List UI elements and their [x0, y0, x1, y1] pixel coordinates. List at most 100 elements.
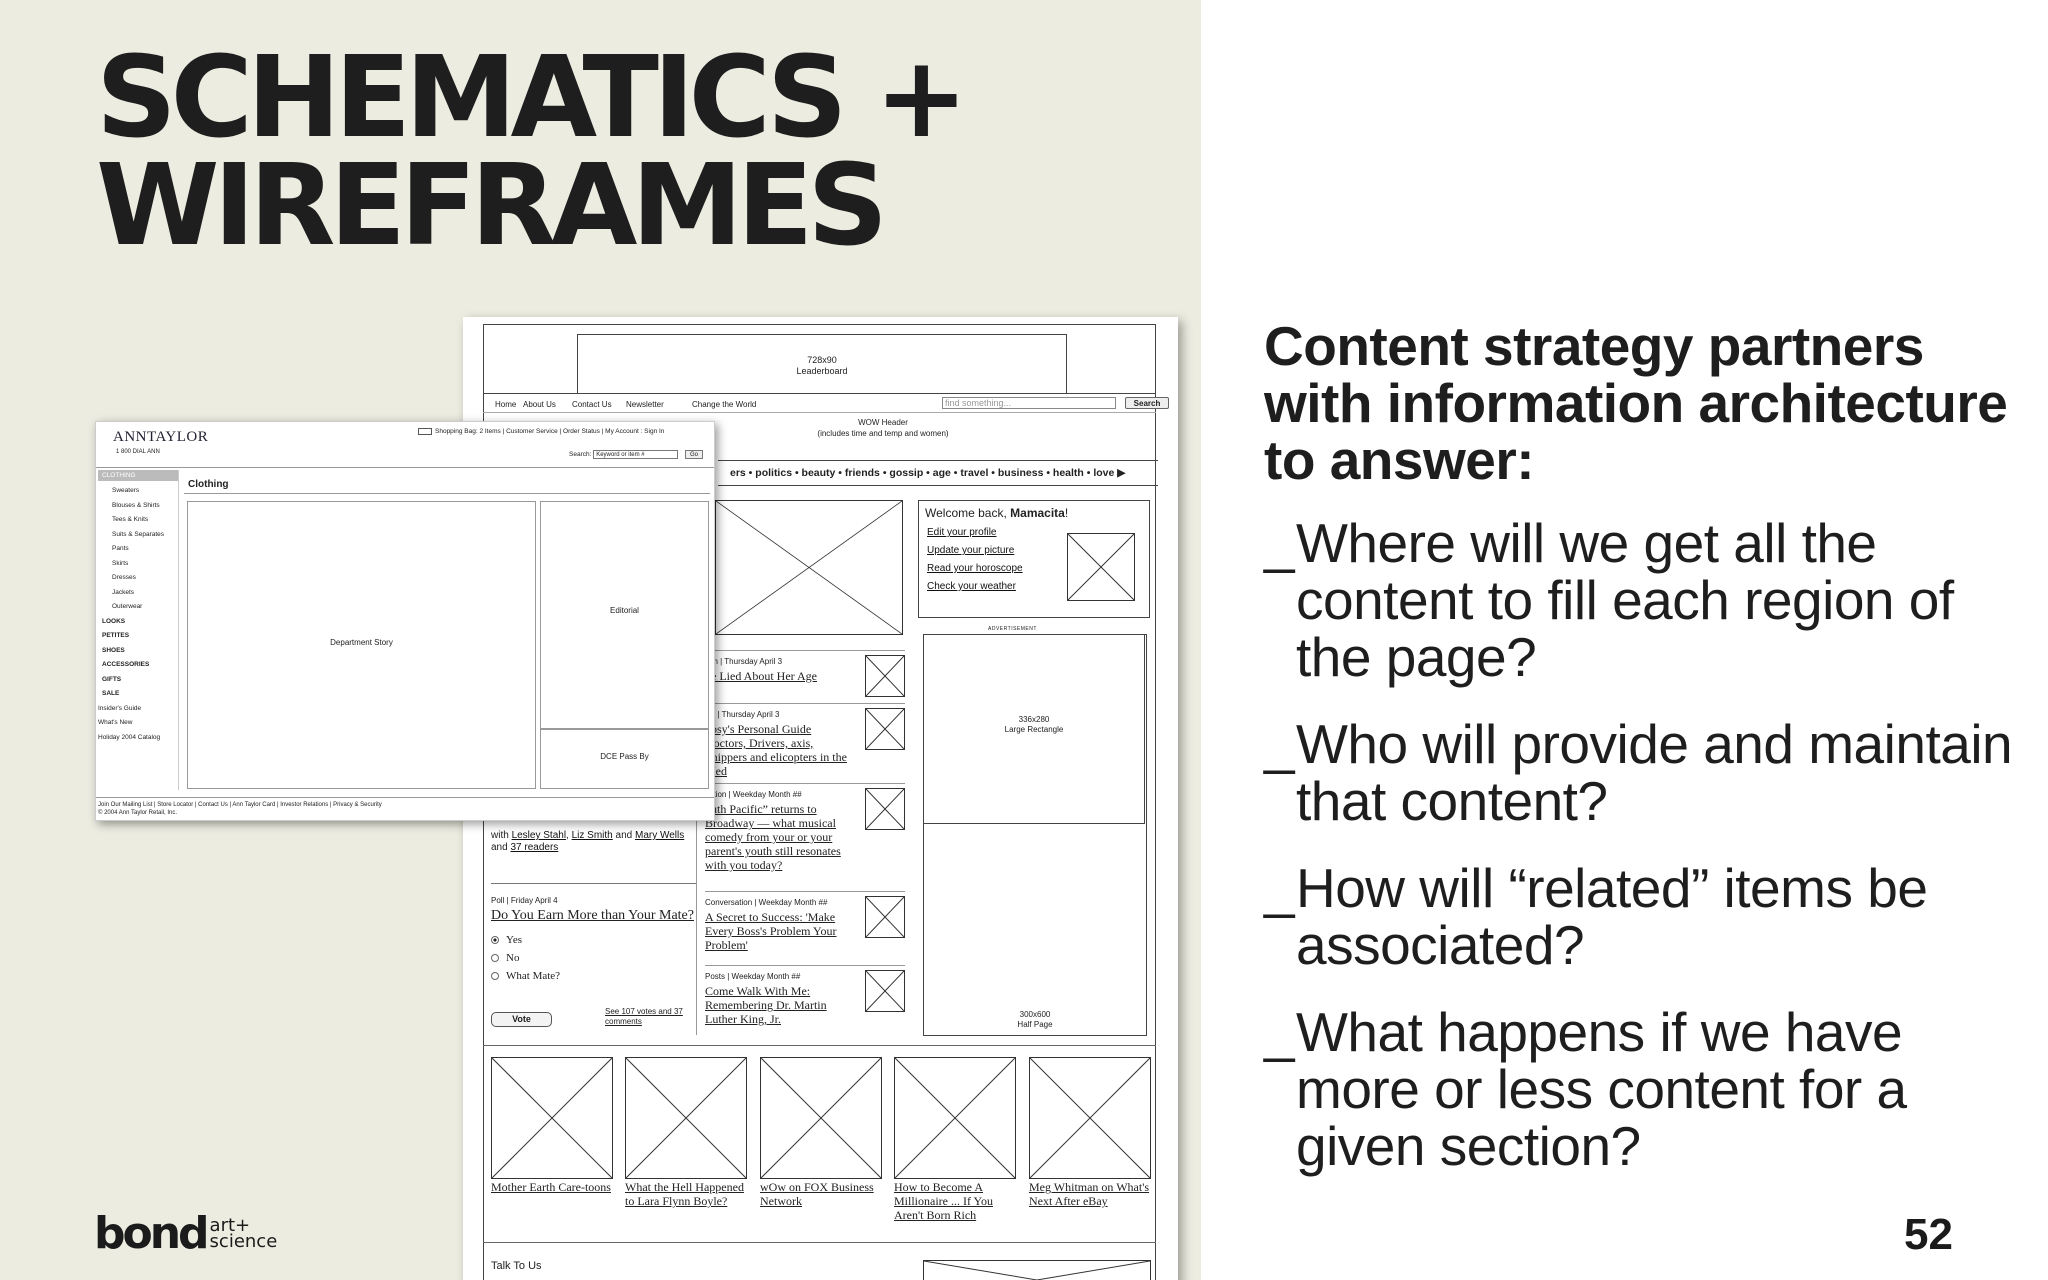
story-headline[interactable]: Come Walk With Me: Remembering Dr. Marti…: [705, 984, 827, 1026]
wireframe-search-input[interactable]: find something...: [942, 397, 1116, 409]
sidebar-subitem[interactable]: Dresses: [112, 574, 136, 581]
feature-caption[interactable]: Mother Earth Care-toons: [491, 1180, 611, 1194]
anntaylor-search: Search: Keyword or item # Go: [569, 450, 704, 459]
story-thumbnail: [865, 970, 905, 1012]
poll-option-what-mate[interactable]: What Mate?: [491, 970, 696, 982]
story-item[interactable]: tion | Thursday April 3 ne Lied About He…: [705, 650, 905, 697]
story-meta: Posts | Weekday Month ##: [705, 972, 801, 981]
feature-caption[interactable]: How to Become A Millionaire ... If You A…: [894, 1180, 993, 1222]
story-headline[interactable]: ne Lied About Her Age: [705, 669, 817, 683]
footer-rule: [96, 797, 714, 798]
anntaylor-logo[interactable]: ANNTAYLOR: [113, 429, 209, 445]
sidebar-item-clothing[interactable]: CLOTHING: [98, 470, 178, 481]
anntaylor-wireframe: ANNTAYLOR 1 800 DIAL ANN Shopping Bag: 2…: [95, 421, 715, 821]
story-meta: tion | Thursday April 3: [705, 657, 783, 666]
sidebar-category[interactable]: SHOES: [102, 646, 125, 654]
feature-thumbnail: [625, 1057, 747, 1179]
sidebar-subitem[interactable]: Skirts: [112, 559, 129, 567]
avatar-placeholder: [1067, 533, 1135, 601]
story-headline[interactable]: A Secret to Success: 'Make Every Boss's …: [705, 910, 837, 952]
sidebar-category[interactable]: PETITES: [102, 632, 130, 639]
nav-about[interactable]: About Us: [523, 400, 556, 409]
anntaylor-section-title: Clothing: [188, 479, 229, 490]
welcome-box: Welcome back, Mamacita! Edit your profil…: [918, 500, 1150, 618]
story-headline[interactable]: ypsy's Personal Guide Doctors, Drivers, …: [705, 722, 847, 778]
leaderboard-size: 728x90: [807, 355, 837, 365]
edit-profile-link[interactable]: Edit your profile: [927, 527, 997, 538]
sidebar-misc-link[interactable]: Holiday 2004 Catalog: [98, 733, 161, 741]
reader-link[interactable]: Lesley Stahl: [511, 830, 567, 841]
story-headline[interactable]: outh Pacific” returns to Broadway — what…: [705, 802, 841, 872]
header-rule: [96, 467, 714, 468]
talk-image-placeholder: [923, 1260, 1151, 1280]
anntaylor-phone: 1 800 DIAL ANN: [116, 449, 160, 455]
bottom-feature-item[interactable]: Mother Earth Care-toons: [491, 1057, 613, 1194]
anntaylor-top-links[interactable]: Shopping Bag: 2 Items | Customer Service…: [418, 428, 664, 435]
sidebar-subitem[interactable]: Blouses & Shirts: [112, 501, 160, 509]
sidebar-misc-link[interactable]: What's New: [98, 719, 133, 726]
sidebar-misc-link[interactable]: Insider's Guide: [98, 704, 142, 712]
nav-change-world[interactable]: Change the World: [692, 400, 757, 409]
story-item[interactable]: estion | Weekday Month ## outh Pacific” …: [705, 783, 905, 872]
rect-size: 336x280: [1018, 715, 1050, 724]
dce-pass-by-region: DCE Pass By: [540, 729, 709, 789]
vote-button[interactable]: Vote: [491, 1012, 552, 1027]
talk-to-us-label: Talk To Us: [491, 1260, 542, 1272]
story-item[interactable]: Conversation | Weekday Month ## A Secret…: [705, 891, 905, 952]
shopping-bag-icon[interactable]: [418, 428, 432, 435]
story-thumbnail: [865, 708, 905, 750]
bottom-feature-item[interactable]: Meg Whitman on What's Next After eBay: [1029, 1057, 1151, 1208]
update-picture-link[interactable]: Update your picture: [927, 545, 1015, 556]
see-votes-link[interactable]: See 107 votes and 37 comments: [605, 1007, 683, 1026]
sidebar-subitem[interactable]: Tees & Knits: [112, 516, 149, 523]
weather-link[interactable]: Check your weather: [927, 581, 1016, 592]
footer-copyright: © 2004 Ann Taylor Retail, Inc.: [98, 810, 178, 816]
logo-wordmark: bond: [94, 1208, 210, 1259]
anntaylor-footer: Join Our Mailing List | Store Locator | …: [98, 801, 382, 817]
feature-caption[interactable]: Meg Whitman on What's Next After eBay: [1029, 1180, 1150, 1208]
story-meta: estion | Weekday Month ##: [705, 790, 802, 799]
poll-option-no[interactable]: No: [491, 952, 696, 964]
welcome-text: Welcome back, Mamacita!: [925, 506, 1069, 520]
nav-newsletter[interactable]: Newsletter: [626, 400, 664, 409]
half-label: Half Page: [1017, 1020, 1053, 1029]
page-number: 52: [1904, 1210, 1953, 1259]
sidebar-category[interactable]: LOOKS: [102, 617, 126, 625]
feature-thumbnail: [1029, 1057, 1151, 1179]
story-item[interactable]: Posts | Weekday Month ## Come Walk With …: [705, 965, 905, 1026]
anntaylor-sidebar: CLOTHING Sweaters Blouses & Shirts Tees …: [98, 470, 178, 745]
story-item[interactable]: sts | Thursday April 3 ypsy's Personal G…: [705, 703, 905, 778]
title-line-2: WIREFRAMES: [96, 141, 888, 271]
feature-image-placeholder: [715, 500, 903, 635]
nav-contact[interactable]: Contact Us: [572, 400, 612, 409]
reader-link[interactable]: Liz Smith: [571, 830, 613, 841]
sidebar-category[interactable]: ACCESSORIES: [102, 661, 150, 668]
anntaylor-search-input[interactable]: Keyword or item #: [593, 450, 679, 459]
sidebar-subitem[interactable]: Sweaters: [112, 487, 140, 494]
wireframe-search-button[interactable]: Search: [1125, 397, 1169, 409]
column-divider: [696, 802, 697, 1035]
sidebar-subitem[interactable]: Jackets: [112, 588, 135, 596]
poll-option-yes[interactable]: Yes: [491, 934, 696, 946]
sidebar-subitem[interactable]: Suits & Separates: [112, 530, 165, 538]
reader-link[interactable]: Mary Wells: [634, 830, 685, 841]
sidebar-category[interactable]: GIFTS: [102, 675, 122, 683]
sidebar-subitem[interactable]: Pants: [112, 545, 129, 552]
sidebar-subitem[interactable]: Outerwear: [112, 603, 143, 610]
bottom-feature-item[interactable]: What the Hell Happened to Lara Flynn Boy…: [625, 1057, 747, 1208]
sidebar-category[interactable]: SALE: [102, 690, 120, 697]
story-thumbnail: [865, 896, 905, 938]
readers-count-link[interactable]: 37 readers: [510, 842, 559, 853]
go-button[interactable]: Go: [685, 450, 704, 459]
channel-nav[interactable]: ers • politics • beauty • friends • goss…: [718, 460, 1158, 486]
feature-caption[interactable]: What the Hell Happened to Lara Flynn Boy…: [625, 1180, 744, 1208]
feature-caption[interactable]: wOw on FOX Business Network: [760, 1180, 874, 1208]
bottom-feature-item[interactable]: wOw on FOX Business Network: [760, 1057, 882, 1208]
ad-label: ADVERTISEMENT: [988, 626, 1037, 632]
bottom-feature-item[interactable]: How to Become A Millionaire ... If You A…: [894, 1057, 1016, 1222]
poll-question[interactable]: Do You Earn More than Your Mate?: [491, 908, 694, 923]
footer-links[interactable]: Join Our Mailing List | Store Locator | …: [98, 802, 382, 808]
section-divider: [483, 1242, 1156, 1243]
horoscope-link[interactable]: Read your horoscope: [927, 563, 1023, 574]
nav-home[interactable]: Home: [495, 400, 517, 409]
